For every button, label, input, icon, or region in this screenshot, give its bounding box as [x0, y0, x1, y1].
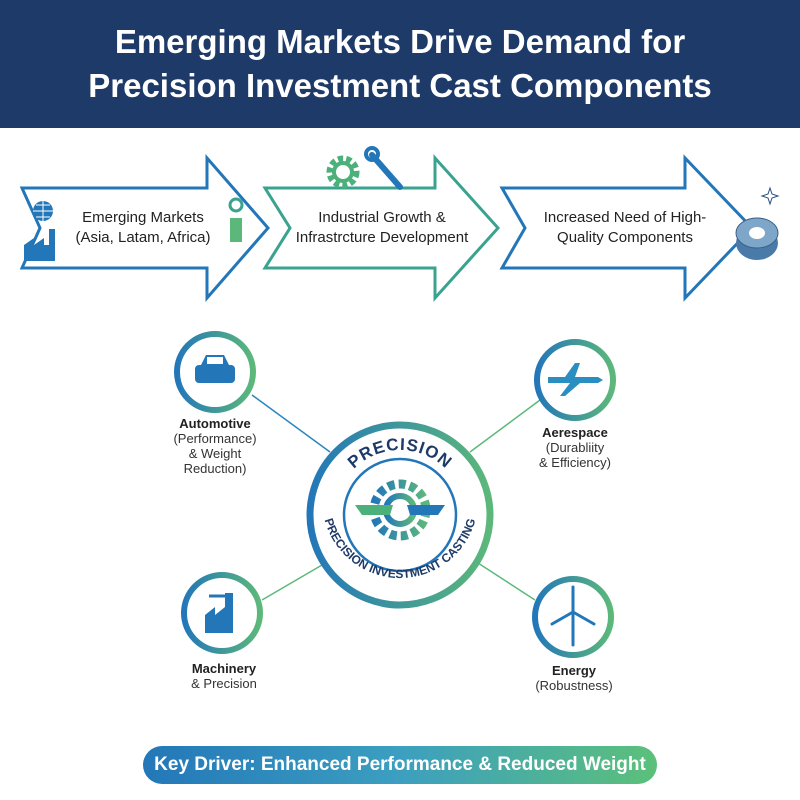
- wrench-icon: [364, 146, 403, 190]
- flow-step-2-line2: Infrastrcture Development: [295, 229, 469, 246]
- title-line-1: Emerging Markets Drive Demand for: [114, 23, 686, 60]
- sector-desc: & Precision: [191, 676, 257, 691]
- sector-desc: (Durabliity: [545, 440, 605, 455]
- sector-circle-machinery: [181, 572, 263, 654]
- sector-circle-automotive: [174, 331, 256, 413]
- sector-title: Aerespace: [542, 425, 608, 440]
- connector-automotive: [251, 394, 331, 453]
- wind-turbine-icon: [550, 585, 596, 647]
- sparkle-icon: [760, 186, 780, 206]
- key-driver-banner: Key Driver: Enhanced Performance & Reduc…: [143, 746, 657, 784]
- flow-step-3-line1: Increased Need of High-: [543, 209, 707, 226]
- sector-desc: & Efficiency): [538, 455, 611, 470]
- connector-energy: [477, 562, 536, 601]
- flow-step-2-line1: Industrial Growth &: [318, 209, 446, 226]
- flow-step-2: Industrial Growth & Infrastrcture Develo…: [282, 208, 482, 248]
- globe-icon: [33, 201, 53, 221]
- sector-label-aerospace: Aerespace (Durabliity & Efficiency): [515, 425, 635, 470]
- flow-step-3-line2: Quality Components: [557, 229, 693, 246]
- airplane-icon: [548, 363, 603, 396]
- sector-title: Energy: [551, 663, 597, 678]
- sector-desc: (Performance): [173, 431, 257, 446]
- header-banner: Emerging Markets Drive Demand for Precis…: [0, 0, 800, 128]
- flow-step-1-line1: Emerging Markets: [82, 209, 204, 226]
- connector-aerospace: [469, 399, 541, 453]
- sector-circle-energy: [532, 576, 614, 658]
- sector-circle-aerospace: [534, 339, 616, 421]
- ring-component-icon: [735, 217, 779, 260]
- sector-label-energy: Energy (Robustness): [514, 663, 634, 693]
- factory-icon: [24, 229, 55, 261]
- gear-icon: [326, 155, 360, 189]
- flow-step-3: Increased Need of High- Quality Componen…: [525, 208, 725, 248]
- sector-desc: Reduction): [183, 461, 247, 476]
- sector-label-automotive: Automotive (Performance) & Weight Reduct…: [155, 416, 275, 476]
- sector-label-machinery: Machinery & Precision: [164, 661, 284, 691]
- connector-machinery: [261, 564, 323, 601]
- sector-desc: (Robustness): [535, 678, 613, 693]
- machinery-factory-icon: [205, 593, 233, 633]
- sector-desc: & Weight: [188, 446, 242, 461]
- flow-arrow-2: [262, 154, 501, 302]
- center-badge: PRECISION PRECISION INVESTMENT CASTING: [306, 421, 494, 609]
- title-line-2: Precision Investment Cast Components: [88, 67, 712, 104]
- flow-arrow-3: [499, 154, 755, 302]
- car-icon: [195, 355, 235, 383]
- flow-step-1: Emerging Markets (Asia, Latam, Africa): [58, 208, 228, 248]
- flow-step-1-line2: (Asia, Latam, Africa): [75, 229, 211, 246]
- sector-title: Machinery: [191, 661, 257, 676]
- winged-gear-icon: [355, 479, 445, 541]
- sector-title: Automotive: [179, 416, 251, 431]
- tower-icon: [228, 197, 244, 242]
